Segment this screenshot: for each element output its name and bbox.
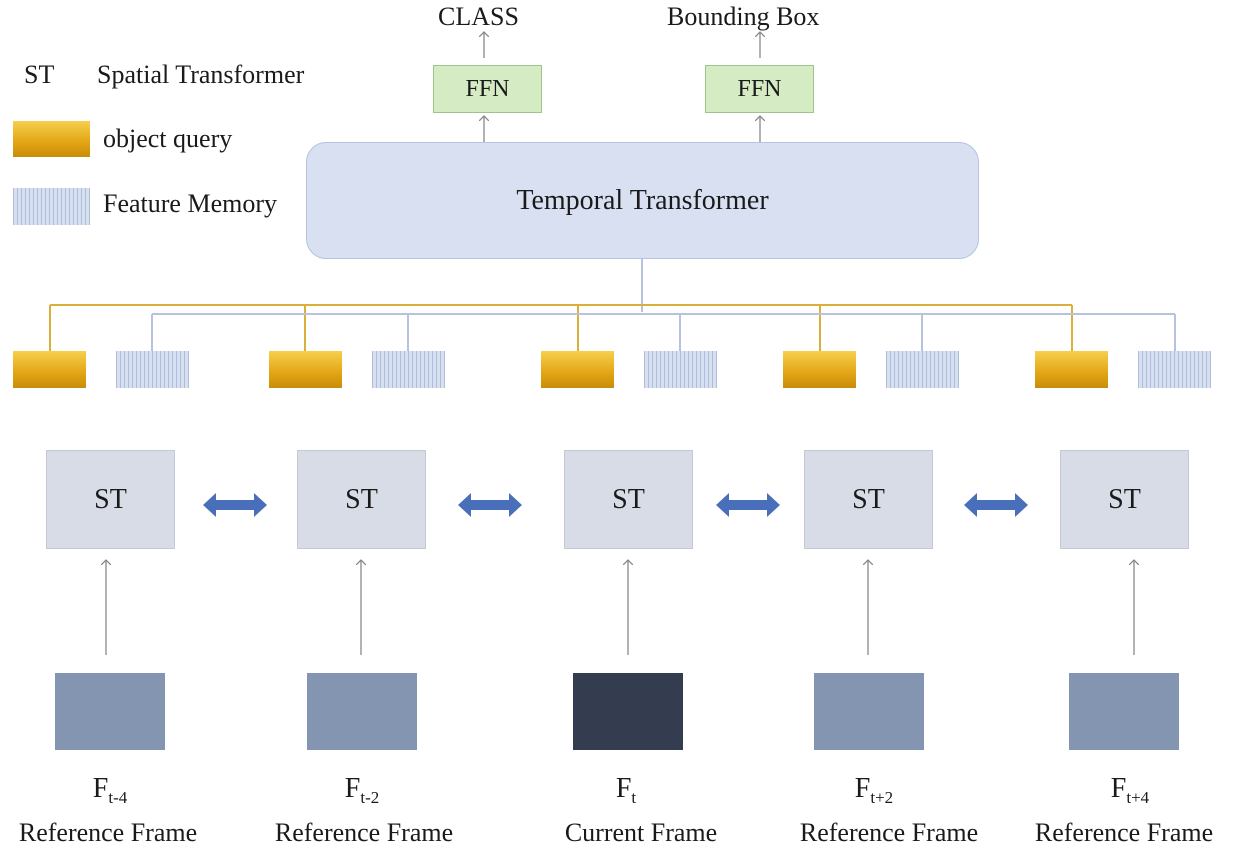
spatial-transformer-block: ST	[46, 450, 175, 549]
legend-st-abbr: ST	[24, 60, 55, 89]
feature-memory-token	[116, 351, 189, 388]
frame-image	[307, 673, 417, 750]
legend-memory-text: Feature Memory	[103, 189, 278, 218]
frame-caption: Reference Frame	[274, 818, 454, 847]
legend-query-text: object query	[103, 124, 233, 153]
frame-image	[573, 673, 683, 750]
feature-memory-token	[372, 351, 445, 388]
object-query-token	[269, 351, 342, 388]
double-arrow-2	[458, 493, 522, 517]
frame-image	[55, 673, 165, 750]
frame-caption: Reference Frame	[799, 818, 979, 847]
frame-label: Ft-4	[92, 773, 128, 807]
legend-query-swatch	[13, 121, 90, 157]
spatial-transformer-block: ST	[804, 450, 933, 549]
object-query-token	[13, 351, 86, 388]
double-arrow-1	[203, 493, 267, 517]
double-arrow-4	[964, 493, 1028, 517]
frame-arrows	[106, 560, 1134, 655]
frame-caption: Reference Frame	[18, 818, 198, 847]
class-output-label: CLASS	[438, 2, 519, 31]
feature-memory-token	[886, 351, 959, 388]
spatial-transformer-block: ST	[564, 450, 693, 549]
ffn-class-block: FFN	[433, 65, 542, 113]
frame-image	[814, 673, 924, 750]
feature-memory-token	[644, 351, 717, 388]
frame-label: Ft+2	[854, 773, 894, 807]
query-bus	[49, 304, 1073, 351]
object-query-token	[783, 351, 856, 388]
frame-label: Ft	[615, 773, 637, 807]
frame-caption: Current Frame	[564, 818, 718, 847]
frame-caption: Reference Frame	[1034, 818, 1214, 847]
frame-label: Ft+4	[1110, 773, 1150, 807]
feature-memory-token	[1138, 351, 1211, 388]
object-query-token	[541, 351, 614, 388]
legend-st-text: Spatial Transformer	[97, 60, 305, 89]
frame-label: Ft-2	[344, 773, 380, 807]
spatial-transformer-block: ST	[1060, 450, 1189, 549]
double-arrow-3	[716, 493, 780, 517]
memory-bus	[151, 313, 1176, 351]
st-double-arrows	[203, 493, 1028, 517]
frame-image	[1069, 673, 1179, 750]
ffn-bbox-block: FFN	[705, 65, 814, 113]
temporal-transformer-block: Temporal Transformer	[306, 142, 979, 259]
object-query-token	[1035, 351, 1108, 388]
legend-memory-swatch	[13, 188, 90, 225]
bbox-output-label: Bounding Box	[667, 2, 820, 31]
spatial-transformer-block: ST	[297, 450, 426, 549]
